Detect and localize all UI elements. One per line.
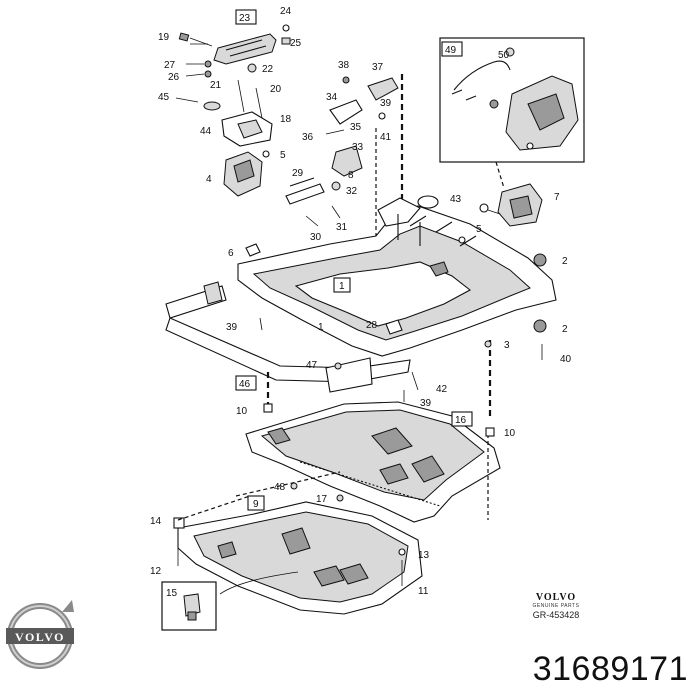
callout-15: 15 bbox=[166, 588, 178, 599]
callout-49: 49 bbox=[445, 45, 457, 56]
inset-detail-box bbox=[439, 37, 585, 189]
callout-39: 39 bbox=[226, 322, 238, 333]
callout-16: 16 bbox=[455, 415, 467, 426]
callout-43: 43 bbox=[450, 194, 462, 205]
callout-26: 26 bbox=[168, 72, 180, 83]
callout-45: 45 bbox=[158, 92, 170, 103]
reference-code: GR-453428 bbox=[532, 610, 580, 620]
callout-10b: 10 bbox=[504, 428, 516, 439]
callout-34: 34 bbox=[326, 92, 338, 103]
callout-27: 27 bbox=[164, 60, 176, 71]
callout-14: 14 bbox=[150, 516, 162, 527]
torque-rod-assembly bbox=[285, 74, 404, 300]
callout-22: 22 bbox=[262, 64, 274, 75]
callout-37: 37 bbox=[372, 62, 384, 73]
callout-30: 30 bbox=[310, 232, 322, 243]
callout-46: 46 bbox=[239, 379, 251, 390]
callout-3: 3 bbox=[504, 340, 510, 351]
callout-47: 47 bbox=[306, 360, 318, 371]
callout-50: 50 bbox=[498, 50, 510, 61]
callout-1: 1 bbox=[339, 281, 345, 292]
callout-40: 40 bbox=[560, 354, 572, 365]
callout-2: 2 bbox=[562, 256, 568, 267]
callout-25: 25 bbox=[290, 38, 302, 49]
callout-23: 23 bbox=[239, 13, 251, 24]
callout-38: 38 bbox=[338, 60, 350, 71]
callout-18: 18 bbox=[280, 114, 292, 125]
callout-31: 31 bbox=[336, 222, 348, 233]
logo-text: VOLVO bbox=[15, 630, 65, 644]
callouts: 24 25 19 27 26 22 21 20 45 44 18 5 4 38 … bbox=[150, 6, 572, 599]
callout-33: 33 bbox=[352, 142, 364, 153]
callout-7: 7 bbox=[554, 192, 560, 203]
boxed-callouts: 23 1 46 16 9 49 bbox=[235, 9, 473, 511]
lower-splash-shield bbox=[173, 495, 423, 615]
engine-mount-assembly bbox=[175, 24, 291, 197]
part-number: 31689171 bbox=[532, 650, 688, 688]
callout-39-top: 39 bbox=[380, 98, 392, 109]
front-subframe bbox=[165, 197, 557, 420]
reference-block: VOLVO GENUINE PARTS GR-453428 bbox=[510, 592, 602, 620]
reference-brand: VOLVO bbox=[535, 592, 577, 603]
callout-1b: 1 bbox=[318, 322, 324, 333]
callout-10: 10 bbox=[236, 406, 248, 417]
callout-20: 20 bbox=[270, 84, 282, 95]
callout-29: 29 bbox=[292, 168, 304, 179]
callout-39b: 39 bbox=[420, 398, 432, 409]
callout-5b: 5 bbox=[476, 224, 482, 235]
callout-6: 6 bbox=[228, 248, 234, 259]
callout-8: 8 bbox=[348, 170, 354, 181]
callout-4: 4 bbox=[206, 174, 212, 185]
callout-28: 28 bbox=[366, 320, 378, 331]
callout-19: 19 bbox=[158, 32, 170, 43]
clip-detail-box bbox=[161, 581, 217, 631]
reference-subtitle: GENUINE PARTS bbox=[532, 603, 580, 609]
volvo-logo: VOLVO bbox=[6, 600, 74, 669]
callout-36: 36 bbox=[302, 132, 314, 143]
callout-48: 48 bbox=[274, 482, 286, 493]
callout-17: 17 bbox=[316, 494, 328, 505]
engine-splash-shield bbox=[235, 401, 501, 523]
callout-44: 44 bbox=[200, 126, 212, 137]
callout-11: 11 bbox=[418, 586, 429, 597]
callout-21: 21 bbox=[210, 80, 222, 91]
callout-13: 13 bbox=[418, 550, 430, 561]
fasteners bbox=[245, 195, 495, 502]
callout-12: 12 bbox=[150, 566, 162, 577]
callout-5: 5 bbox=[280, 150, 286, 161]
callout-42: 42 bbox=[436, 384, 448, 395]
callout-35: 35 bbox=[350, 122, 362, 133]
callout-41: 41 bbox=[380, 132, 392, 143]
callout-32: 32 bbox=[346, 186, 358, 197]
callout-2b: 2 bbox=[562, 324, 568, 335]
right-mount bbox=[479, 183, 543, 227]
callout-24: 24 bbox=[280, 6, 292, 17]
callout-9: 9 bbox=[253, 499, 259, 510]
